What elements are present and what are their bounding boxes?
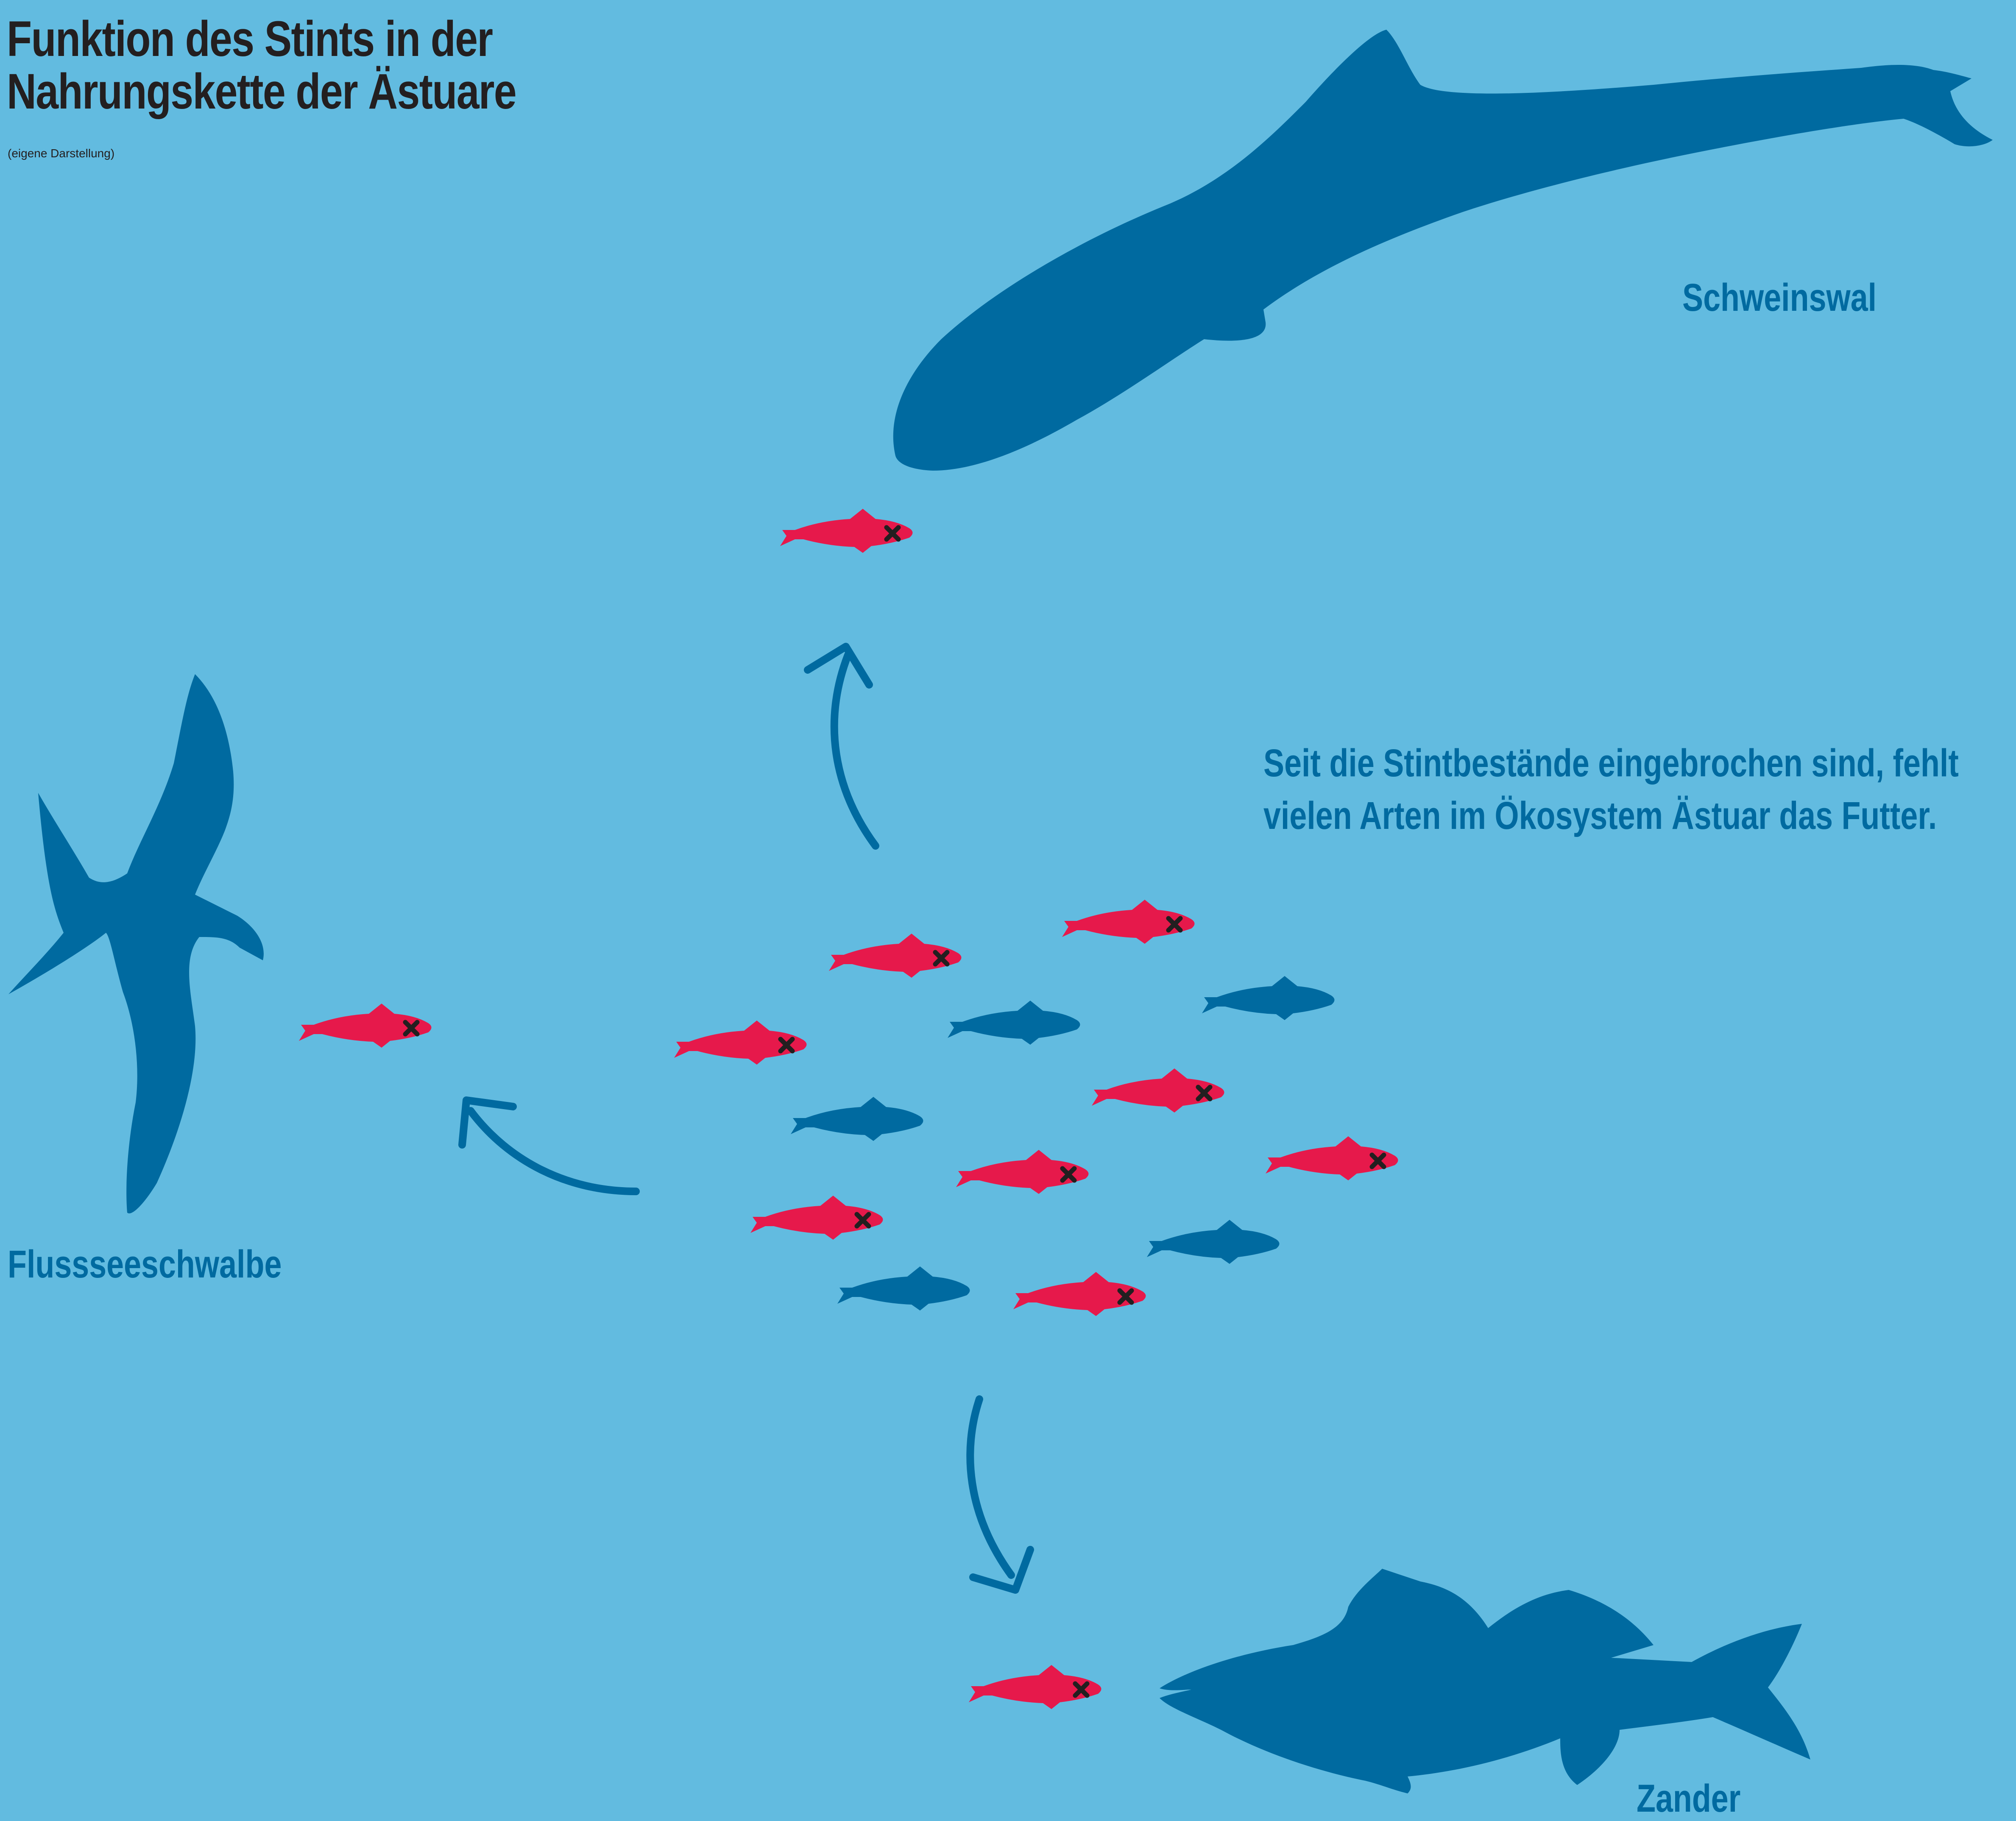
arrowhead-tern xyxy=(462,1100,513,1145)
zander-silhouette xyxy=(1160,1569,1810,1793)
smelt-blue xyxy=(837,1266,970,1311)
smelt-red xyxy=(1266,1136,1398,1180)
smelt-blue xyxy=(1202,976,1335,1020)
tern-silhouette xyxy=(8,674,264,1213)
smelt-red-tern xyxy=(299,1004,432,1048)
smelt-red-porpoise xyxy=(780,509,913,553)
smelt-red xyxy=(829,934,962,978)
smelt-red xyxy=(956,1150,1089,1194)
arrow-to-tern xyxy=(471,1111,636,1191)
smelt-red xyxy=(1092,1068,1224,1113)
title-line-2: Nahrungskette der Ästuare xyxy=(7,65,516,118)
info-text-line-1: Seit die Stintbestände eingebrochen sind… xyxy=(1263,737,1959,789)
smelt-red-zander xyxy=(969,1665,1101,1709)
label-tern: Flussseeschwalbe xyxy=(8,1242,282,1287)
arrow-to-zander xyxy=(970,1399,1011,1575)
smelt-red xyxy=(674,1021,807,1065)
info-text: Seit die Stintbestände eingebrochen sind… xyxy=(1263,737,1959,842)
label-zander: Zander xyxy=(1637,1776,1740,1821)
smelt-red xyxy=(1013,1272,1146,1316)
smelt-blue xyxy=(948,1001,1080,1045)
page-title: Funktion des Stints in der Nahrungskette… xyxy=(7,13,516,118)
porpoise-silhouette xyxy=(893,30,1993,471)
source-note: (eigene Darstellung) xyxy=(8,147,114,160)
smelt-blue xyxy=(1147,1220,1280,1264)
smelt-blue xyxy=(791,1097,923,1141)
label-porpoise: Schweinswal xyxy=(1682,276,1877,320)
smelt-red xyxy=(750,1196,883,1240)
info-text-line-2: vielen Arten im Ökosystem Ästuar das Fut… xyxy=(1263,789,1959,842)
smelt-red xyxy=(1062,900,1195,944)
title-line-1: Funktion des Stints in der xyxy=(7,13,516,65)
